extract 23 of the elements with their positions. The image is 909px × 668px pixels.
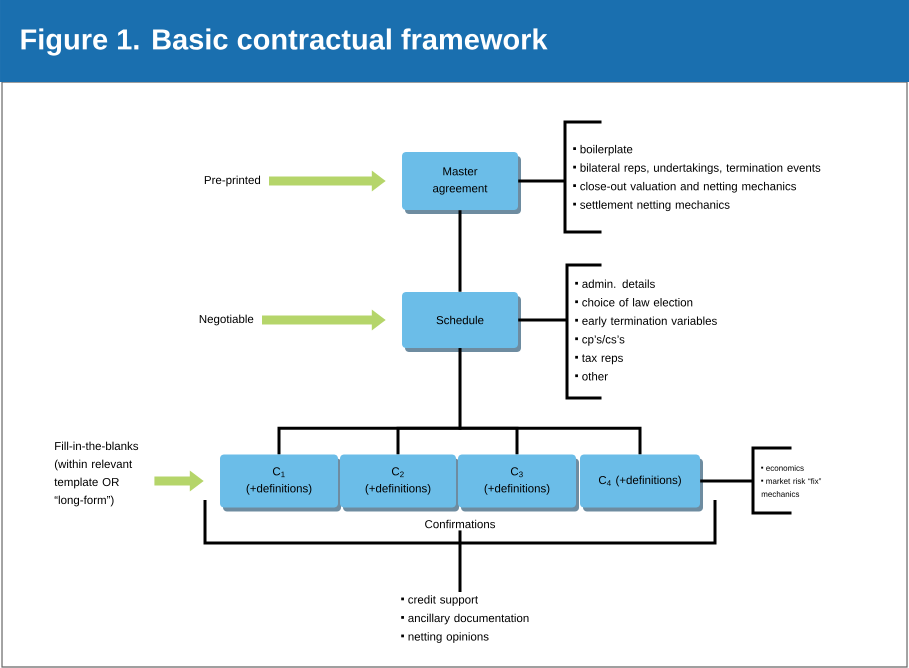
box: Master agreement <box>402 152 521 214</box>
text-label: Pre-printed <box>204 176 260 186</box>
bullet-list: credit support ancillary documentation netting opinions <box>401 595 528 643</box>
text-label: Negotiable <box>200 314 254 326</box>
bullet-list: admin. details choice of law election early termination variables cp’s/cs’s tax reps other <box>575 280 717 380</box>
connector-line <box>518 180 565 182</box>
text-label: Fill-in-the-blanks (within relevant template OR “long-form”) <box>54 442 138 506</box>
bullet-list: boilerplate bilateral reps, undertakings, termination events close-out valuation and netting mechanics settlement netting mechanics <box>573 144 820 212</box>
box: Schedule <box>402 292 521 352</box>
connector-line <box>458 210 462 292</box>
box: C$_{2}$ (+definitions) <box>340 454 459 512</box>
box: C$_{4}$ (+definitions) <box>580 454 703 512</box>
text-label: Confirmations <box>425 520 496 528</box>
bullet-list: economics market risk “fix” mechanics <box>761 465 822 497</box>
box: C$_{1}$ (+definitions) <box>220 454 341 512</box>
connector-line <box>458 348 642 454</box>
box: C$_{3}$ (+definitions) <box>458 454 579 512</box>
connector-line <box>518 318 567 322</box>
connector-line <box>700 480 753 482</box>
title-bar: Figure 1. Basic contractual framework <box>0 0 909 82</box>
node-label: C$_{2}$ (+definitions) <box>366 467 430 495</box>
connector-line <box>458 530 462 592</box>
node-label: C$_{1}$ (+definitions) <box>246 467 312 495</box>
